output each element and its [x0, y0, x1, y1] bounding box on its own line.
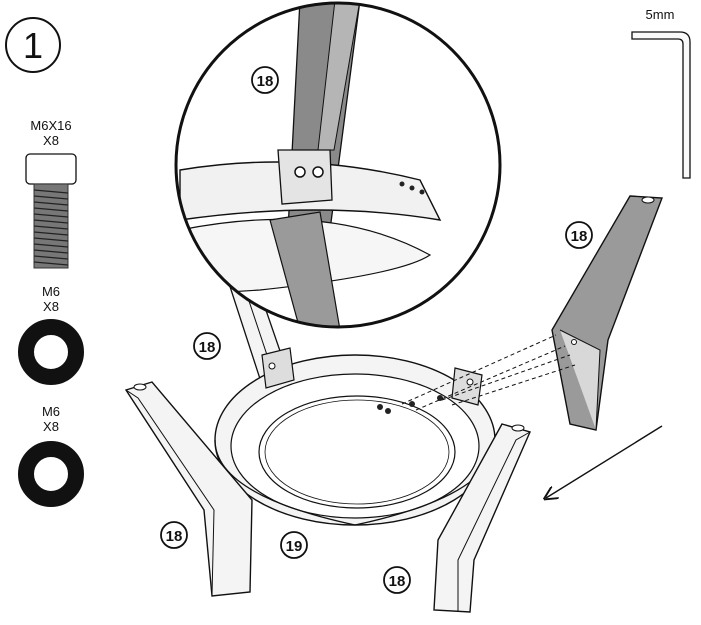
- callout-leg-zoom-label: 18: [257, 73, 274, 90]
- callout-base-ring: 19: [280, 531, 308, 559]
- bolt-spec: M6X16: [30, 118, 71, 133]
- step-number-badge: 1: [5, 17, 61, 73]
- front-left-leg: [124, 381, 253, 597]
- bolt-part: M6X16 X8: [25, 118, 77, 269]
- callout-leg-front-right-label: 18: [389, 573, 406, 590]
- callout-leg-front-left-label: 18: [166, 528, 183, 545]
- step-number: 1: [23, 25, 43, 66]
- front-right-leg: [433, 423, 531, 613]
- washer-part-2: M6 X8: [18, 404, 84, 507]
- direction-arrow: [546, 425, 663, 498]
- washer-1-spec: M6: [42, 284, 60, 299]
- zoom-detail: [174, 1, 502, 329]
- callout-leg-front-right: 18: [383, 566, 411, 594]
- washer-part-1: M6 X8: [18, 284, 84, 385]
- bolt-qty: X8: [43, 133, 59, 148]
- tool-size-label: 5mm: [646, 7, 675, 22]
- washer-1-ring: [18, 319, 84, 385]
- callout-base-ring-label: 19: [286, 538, 303, 555]
- callout-leg-back-label: 18: [199, 339, 216, 356]
- callout-leg-zoom: 18: [251, 66, 279, 94]
- alignment-lines: [401, 334, 576, 411]
- washer-2-spec: M6: [42, 404, 60, 419]
- bolt-head: [25, 153, 77, 185]
- washer-1-qty: X8: [43, 299, 59, 314]
- base-ring: [214, 347, 496, 526]
- callout-leg-back: 18: [193, 332, 221, 360]
- washer-2-qty: X8: [43, 419, 59, 434]
- callout-leg-front-left: 18: [160, 521, 188, 549]
- washer-2-ring: [18, 441, 84, 507]
- callout-leg-right: 18: [565, 221, 593, 249]
- hex-key-tool: 5mm: [631, 7, 691, 179]
- callout-leg-right-label: 18: [571, 228, 588, 245]
